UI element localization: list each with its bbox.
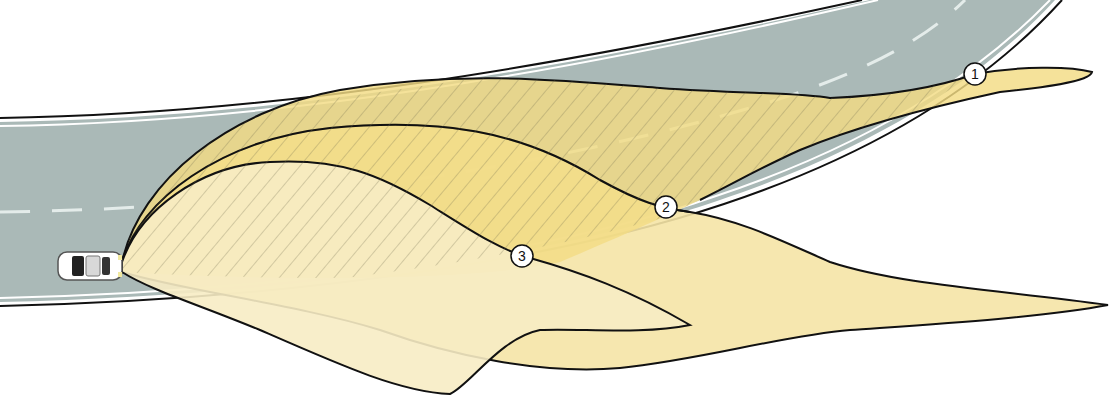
- light-beam-1: [122, 68, 1092, 278]
- car-icon: [58, 252, 122, 280]
- callout-circle: [511, 63, 986, 267]
- beam-hatching: [122, 68, 1092, 278]
- callout-number: 1: [964, 63, 986, 85]
- callout-number: 2: [655, 196, 677, 218]
- callout-number: 3: [511, 245, 533, 267]
